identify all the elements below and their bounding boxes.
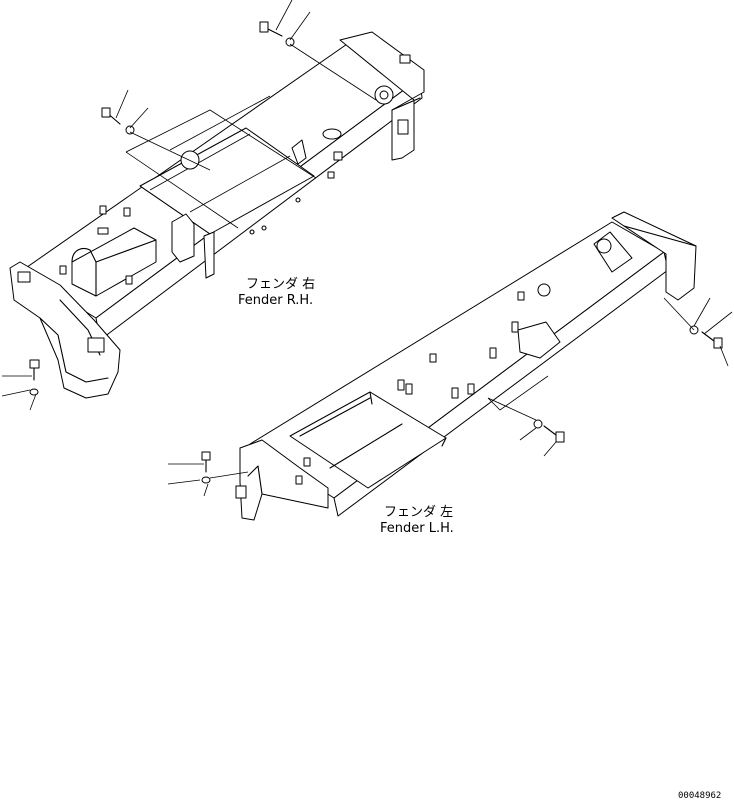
fender-lh-label-jp: フェンダ 左 [384,505,453,520]
fender-rh-label-en: Fender R.H. [238,293,313,308]
fender-lh [167,211,733,521]
fender-rh [1,0,425,411]
fender-lh-label-en: Fender L.H. [380,521,454,536]
fender-rh-label-jp: フェンダ 右 [246,277,315,292]
drawing-number: 00048962 [678,791,721,800]
